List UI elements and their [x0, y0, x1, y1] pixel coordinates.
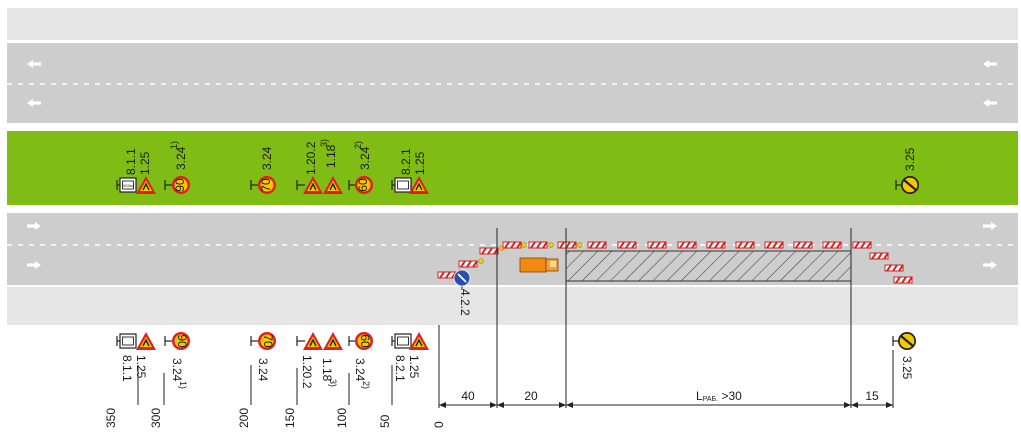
bottom-label-1-25b: 1.25 [407, 355, 421, 379]
dimension-work-zone: LРАБ. >30 [696, 389, 742, 403]
dimension-15: 15 [865, 389, 879, 403]
edge-line-upper [7, 40, 1018, 43]
bottom-sup-1: 1) [178, 381, 188, 389]
distance-50: 50 [378, 414, 392, 428]
road-barrier-icon [479, 247, 499, 255]
warning-triangle-icon [302, 331, 324, 351]
top-label-3-24: 3.24 [260, 146, 274, 170]
road-barrier-icon [437, 271, 457, 279]
dimension-40: 40 [461, 389, 475, 403]
road-barrier-icon [557, 241, 577, 249]
end-of-restrictions-sign-icon [899, 174, 921, 196]
bottom-label-8-1-1: 8.1.1 [120, 355, 134, 382]
bottom-sup-3: 3) [328, 379, 338, 387]
distance-scale [137, 228, 894, 408]
edge-line-median-bottom [7, 205, 1018, 213]
work-zone [565, 250, 852, 282]
keep-right-label: 4.2.2 [458, 289, 472, 316]
top-sup-3: 3) [319, 139, 329, 147]
road-barrier-icon [528, 241, 548, 249]
barrier-lamp-icon [577, 242, 583, 248]
distance-150: 150 [283, 408, 297, 428]
road-barrier-icon [617, 241, 637, 249]
barrier-lamp-icon [548, 242, 554, 248]
bottom-label-3-25: 3.25 [900, 356, 914, 380]
road-barrier-icon [735, 241, 755, 249]
upper-shoulder [7, 8, 1018, 40]
upper-carriageway [7, 43, 1018, 123]
distance-labels: 350 300 200 150 100 50 0 [104, 408, 446, 428]
top-sup-2: 2) [353, 141, 363, 149]
dimension-lines [439, 402, 893, 408]
road-barrier-icon [852, 241, 872, 249]
dimension-20: 20 [524, 389, 538, 403]
top-sup-1: 1) [169, 141, 179, 149]
road-barrier-icon [764, 241, 784, 249]
plate-sign-icon [394, 333, 412, 349]
edge-line-lower [7, 285, 1018, 287]
barrier-lamp-icon [521, 242, 527, 248]
top-label-1-25b: 1.25 [413, 151, 427, 175]
road-barrier-icon [647, 241, 667, 249]
truck-icon [519, 257, 559, 273]
median-strip [7, 131, 1018, 205]
keep-right-sign: 4.2.2 [453, 269, 472, 316]
road-barrier-icon [677, 241, 697, 249]
end-of-restrictions-sign-icon [896, 330, 918, 352]
top-sign-group: 8.1.1 1.25 90 3.24 1) 70 3.24 1.20.2 1.1… [116, 139, 921, 196]
plate-sign-icon [119, 333, 137, 349]
distance-200: 200 [237, 408, 251, 428]
road-barrier-icon [869, 252, 889, 260]
road-barrier-icon [587, 241, 607, 249]
edge-line-median-top [7, 123, 1018, 131]
road-barrier-icon [884, 264, 904, 272]
road-barrier-icon [893, 276, 913, 284]
top-label-3-24-1: 3.24 [174, 146, 188, 170]
barrier-lamp-icon [478, 258, 484, 264]
top-label-8-1-1: 8.1.1 [124, 148, 138, 175]
distance-100: 100 [335, 408, 349, 428]
top-label-1-18: 1.18 [324, 144, 338, 168]
warning-triangle-icon [408, 331, 430, 351]
bottom-sign-group: 1.25 8.1.1 90 3.24 1) 70 3.24 1.20.2 1.1… [116, 330, 918, 389]
dimension-labels: 40 20 LРАБ. >30 15 [461, 389, 879, 403]
top-label-1-25: 1.25 [138, 151, 152, 175]
bottom-label-1-20-2: 1.20.2 [300, 355, 314, 389]
speed-value: 60 [356, 178, 370, 192]
road-barrier-icon [793, 241, 813, 249]
bottom-sup-2: 2) [361, 381, 371, 389]
top-label-1-20-2: 1.20.2 [304, 141, 318, 175]
bottom-label-3-24-2: 3.24 [353, 358, 367, 382]
distance-300: 300 [149, 408, 163, 428]
warning-triangle-icon [135, 331, 157, 351]
bottom-label-1-18: 1.18 [320, 358, 334, 382]
road-barrier-icon [458, 260, 478, 268]
bottom-label-3-24: 3.24 [256, 358, 270, 382]
road [7, 8, 1018, 325]
warning-triangle-icon [322, 331, 344, 351]
plate-sign-icon [394, 177, 412, 193]
speed-value: 90 [173, 178, 187, 192]
speed-value: 70 [261, 334, 275, 348]
road-barrier-icon [822, 241, 842, 249]
plate-text: 500м [123, 183, 133, 188]
lower-shoulder [7, 287, 1018, 325]
bottom-label-8-2-1: 8.2.1 [393, 355, 407, 382]
speed-value: 90 [175, 334, 189, 348]
bottom-label-3-24-1: 3.24 [170, 358, 184, 382]
top-label-8-2-1: 8.2.1 [399, 148, 413, 175]
distance-350: 350 [104, 408, 118, 428]
speed-value: 70 [259, 178, 273, 192]
lower-carriageway [7, 213, 1018, 287]
bottom-label-1-25: 1.25 [134, 355, 148, 379]
distance-0: 0 [432, 421, 446, 428]
speed-value: 60 [358, 334, 372, 348]
top-label-3-24-2: 3.24 [358, 146, 372, 170]
top-label-3-25: 3.25 [903, 147, 917, 171]
road-barrier-icon [502, 241, 522, 249]
road-barrier-icon [706, 241, 726, 249]
